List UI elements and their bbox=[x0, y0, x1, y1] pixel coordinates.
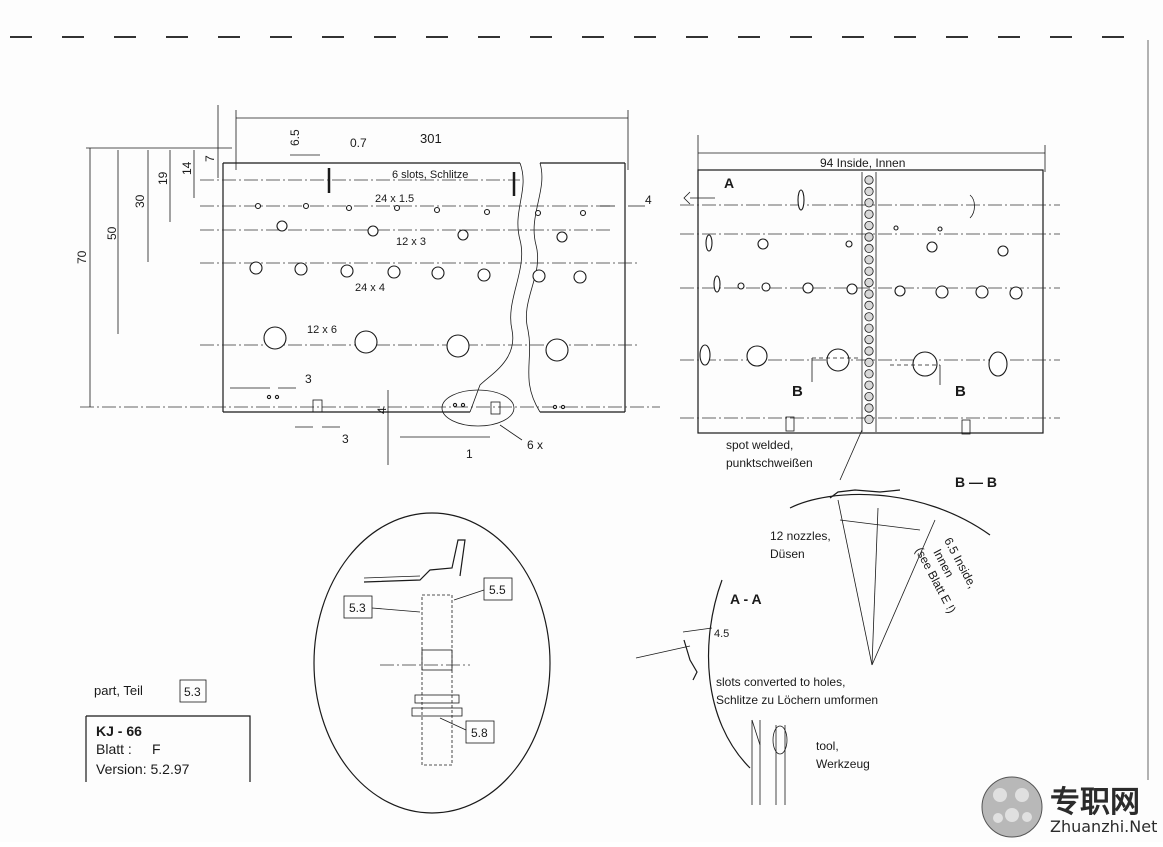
nozzle-dot bbox=[864, 243, 874, 253]
label-6x: 6 x bbox=[527, 438, 543, 452]
section-b-marker-left: B bbox=[792, 383, 803, 400]
note-spot-welded-2: punktschweißen bbox=[726, 456, 813, 470]
watermark-cn: 专职网 bbox=[1050, 785, 1140, 820]
sheet-value: F bbox=[152, 741, 161, 757]
callout-5-5-detail: 5.5 bbox=[489, 583, 506, 597]
note-slots-converted-2: Schlitze zu Löchern umformen bbox=[716, 693, 878, 707]
note-nozzles-1: 12 nozzles, bbox=[770, 529, 831, 543]
flat-view bbox=[80, 162, 660, 441]
drawing-number: KJ - 66 bbox=[96, 723, 142, 739]
nozzle-dot bbox=[864, 277, 874, 288]
dim-7: 7 bbox=[203, 155, 217, 162]
nozzle-dot bbox=[864, 255, 874, 265]
part-label: part, Teil 5.3 bbox=[94, 679, 207, 703]
title-block: KJ - 66 Blatt : F Version: 5.2.97 bbox=[85, 715, 251, 782]
dim-4-top: 4 bbox=[645, 193, 652, 207]
section-bb: B — B 12 nozzles, Düsen 6.5 Inside, Inne… bbox=[770, 474, 997, 666]
section-bb-title: B — B bbox=[955, 474, 997, 490]
nozzle-dot bbox=[864, 175, 874, 185]
dim-4-bottom: 4 bbox=[375, 407, 389, 414]
section-b-marker-right: B bbox=[955, 383, 966, 400]
hole-labels: 6 slots, Schlitze 24 x 1.5 12 x 3 24 x 4… bbox=[307, 169, 543, 452]
part-number: 5.3 bbox=[184, 685, 201, 699]
flat-view-dimensions bbox=[86, 105, 645, 465]
dim-4-5: 4.5 bbox=[714, 628, 729, 640]
note-slots-converted-1: slots converted to holes, bbox=[716, 675, 845, 689]
dim-3-b: 3 bbox=[342, 432, 349, 446]
side-view bbox=[680, 135, 1060, 481]
dim-14: 14 bbox=[180, 161, 194, 175]
label-24x4: 24 x 4 bbox=[355, 282, 385, 294]
nozzle-dot bbox=[864, 266, 874, 276]
nozzle-dot bbox=[864, 357, 874, 367]
dim-94-inside: 94 Inside, Innen bbox=[820, 156, 905, 170]
watermark: 专职网 Zhuanzhi.Net bbox=[981, 776, 1157, 838]
sheet-label: Blatt : bbox=[96, 741, 132, 757]
nozzle-dot bbox=[864, 300, 874, 310]
note-spot-welded-1: spot welded, bbox=[726, 438, 793, 452]
dim-19: 19 bbox=[156, 171, 170, 185]
label-24x1-5: 24 x 1.5 bbox=[375, 193, 414, 205]
label-12x3: 12 x 3 bbox=[396, 236, 426, 248]
label-12x6: 12 x 6 bbox=[307, 324, 337, 336]
dim-6-5: 6.5 bbox=[288, 129, 302, 146]
detail-view: 5.3 5.5 5.8 bbox=[313, 512, 551, 814]
part-label-text: part, Teil bbox=[94, 683, 143, 698]
callout-5-8-detail: 5.8 bbox=[471, 726, 488, 740]
nozzle-dot bbox=[864, 198, 874, 208]
section-a-marker: A bbox=[724, 175, 734, 191]
nozzle-dot bbox=[864, 312, 874, 322]
dim-301: 301 bbox=[420, 131, 442, 146]
note-nozzles-2: Düsen bbox=[770, 547, 805, 561]
nozzle-dot bbox=[864, 346, 874, 356]
nozzle-dot bbox=[864, 323, 874, 333]
nozzle-dot bbox=[864, 186, 874, 196]
dim-50: 50 bbox=[105, 226, 119, 240]
nozzle-dot bbox=[864, 380, 874, 390]
nozzle-dot bbox=[864, 232, 874, 242]
note-tool-2: Werkzeug bbox=[816, 757, 870, 771]
dim-30: 30 bbox=[133, 194, 147, 208]
nozzle-dot bbox=[864, 209, 874, 219]
dim-3-a: 3 bbox=[305, 372, 312, 386]
nozzle-dot bbox=[864, 391, 874, 402]
flat-view-dim-text: 301 6.5 0.7 7 14 19 30 50 70 4 3 3 4 1 bbox=[75, 129, 652, 461]
nozzle-dot bbox=[864, 334, 874, 345]
side-view-text: 94 Inside, Innen A B B spot welded, punk… bbox=[724, 156, 966, 470]
version: Version: 5.2.97 bbox=[96, 761, 190, 777]
nozzle-dot bbox=[864, 414, 874, 424]
section-aa-title: A - A bbox=[730, 591, 762, 607]
callout-5-3-detail: 5.3 bbox=[349, 601, 366, 615]
dim-70: 70 bbox=[75, 250, 89, 264]
watermark-en: Zhuanzhi.Net bbox=[1050, 817, 1157, 836]
dim-1: 1 bbox=[466, 447, 473, 461]
watermark-logo-icon bbox=[981, 776, 1043, 838]
note-tool-1: tool, bbox=[816, 739, 839, 753]
nozzle-dot bbox=[864, 221, 874, 231]
dim-0-7: 0.7 bbox=[350, 136, 367, 150]
nozzle-dot bbox=[864, 403, 874, 413]
nozzle-strip bbox=[864, 175, 874, 424]
nozzle-dot bbox=[864, 369, 874, 379]
nozzle-dot bbox=[864, 289, 874, 299]
label-slots: 6 slots, Schlitze bbox=[392, 169, 468, 181]
section-aa: A - A 4.5 slots converted to holes, Schl… bbox=[635, 579, 878, 805]
